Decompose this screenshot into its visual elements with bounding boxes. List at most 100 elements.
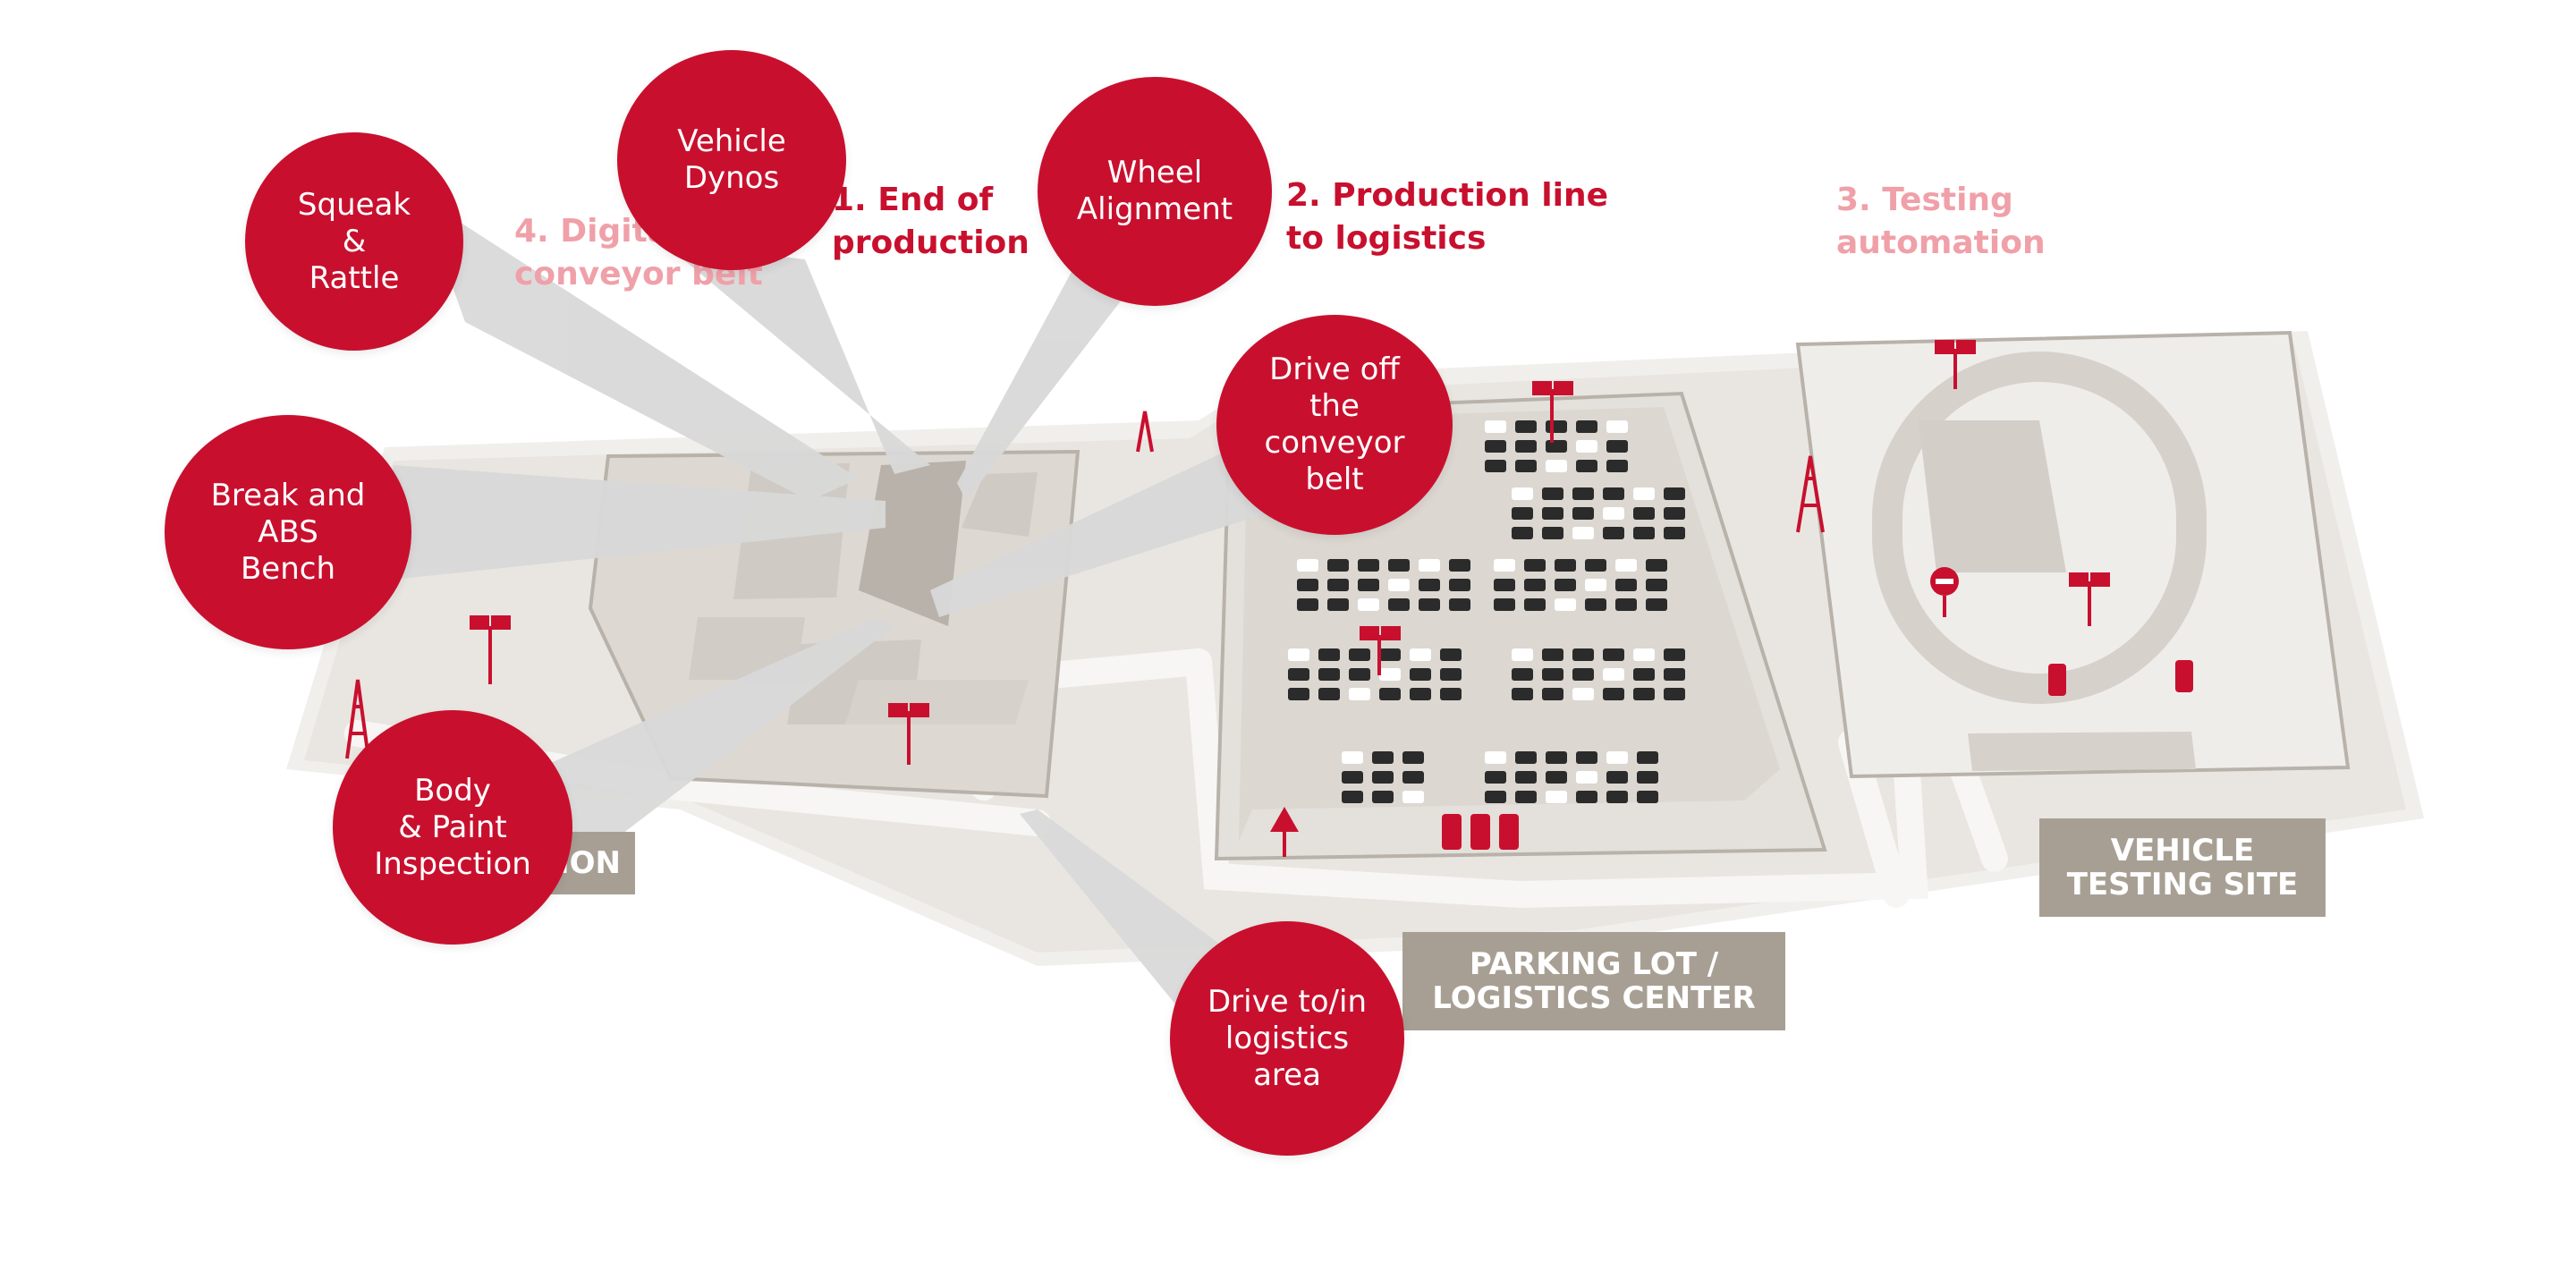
parked-car bbox=[1485, 791, 1506, 803]
parked-car bbox=[1297, 559, 1318, 572]
parked-car bbox=[1637, 771, 1658, 784]
parked-car bbox=[1546, 751, 1567, 764]
zone-label-vehicle-testing[interactable]: VEHICLE TESTING SITE bbox=[2039, 818, 2326, 917]
parked-car bbox=[1546, 791, 1567, 803]
parked-car bbox=[1546, 771, 1567, 784]
heading-production-line: 2. Production line to logistics bbox=[1286, 177, 1609, 257]
parked-car bbox=[1440, 648, 1462, 661]
parked-car bbox=[1576, 751, 1597, 764]
parked-car bbox=[1546, 440, 1567, 453]
parked-car bbox=[1664, 527, 1685, 539]
heading-testing-automation: 3. Testing automation bbox=[1836, 182, 2046, 261]
beam-body-paint-inspection bbox=[537, 617, 894, 886]
parked-car bbox=[1402, 771, 1424, 784]
parking-stall-grid bbox=[1288, 420, 1685, 803]
parked-car bbox=[1288, 688, 1309, 700]
callout-drive-off-conveyor[interactable]: Drive off the conveyor belt bbox=[1216, 315, 1453, 535]
parked-car bbox=[1615, 598, 1637, 611]
parked-car bbox=[1485, 420, 1506, 433]
parked-car bbox=[1524, 559, 1546, 572]
heading-end-of-production: 1. End of production bbox=[832, 182, 1030, 261]
parked-car bbox=[1318, 688, 1340, 700]
parked-car bbox=[1524, 579, 1546, 591]
parked-car bbox=[1485, 440, 1506, 453]
parked-car bbox=[1576, 420, 1597, 433]
parked-car bbox=[1372, 751, 1394, 764]
parked-car bbox=[1664, 688, 1685, 700]
parked-car bbox=[1546, 460, 1567, 472]
parked-car bbox=[1515, 460, 1537, 472]
beam-break-abs-bench bbox=[376, 465, 886, 581]
parked-car bbox=[1512, 507, 1533, 520]
callout-squeak-rattle[interactable]: Squeak & Rattle bbox=[245, 132, 463, 351]
parked-car bbox=[1379, 688, 1401, 700]
parked-car bbox=[1419, 559, 1440, 572]
parked-car bbox=[1542, 487, 1563, 500]
parked-car bbox=[1615, 559, 1637, 572]
parked-car bbox=[1546, 420, 1567, 433]
parked-car bbox=[1572, 507, 1594, 520]
parked-car bbox=[1410, 688, 1431, 700]
parked-car bbox=[1512, 668, 1533, 681]
parked-car bbox=[1603, 507, 1624, 520]
parked-car bbox=[1606, 440, 1628, 453]
parked-car bbox=[1342, 771, 1363, 784]
vehicle-testing-site bbox=[1795, 330, 2351, 779]
parked-car bbox=[1664, 648, 1685, 661]
parked-car bbox=[1542, 507, 1563, 520]
zone-label-parking-logistics[interactable]: PARKING LOT / LOGISTICS CENTER bbox=[1402, 932, 1785, 1030]
parked-car bbox=[1542, 648, 1563, 661]
callout-beams bbox=[376, 197, 1306, 1011]
callout-break-abs-bench[interactable]: Break and ABS Bench bbox=[165, 415, 411, 649]
parked-car bbox=[1449, 559, 1470, 572]
parked-car bbox=[1664, 507, 1685, 520]
parked-car bbox=[1555, 559, 1576, 572]
callout-drive-to-logistics[interactable]: Drive to/in logistics area bbox=[1170, 921, 1404, 1156]
parked-car bbox=[1419, 579, 1440, 591]
parked-car bbox=[1572, 648, 1594, 661]
parked-car bbox=[1327, 598, 1349, 611]
parked-car bbox=[1633, 668, 1655, 681]
parked-car bbox=[1585, 559, 1606, 572]
parked-car bbox=[1379, 648, 1401, 661]
parked-car bbox=[1542, 688, 1563, 700]
parked-car bbox=[1440, 668, 1462, 681]
beam-drive-to-logistics bbox=[1020, 809, 1225, 1011]
parked-car bbox=[1572, 688, 1594, 700]
parked-car bbox=[1327, 559, 1349, 572]
parked-car bbox=[1449, 579, 1470, 591]
cell-tower-icon bbox=[345, 411, 1825, 759]
parked-car bbox=[1402, 791, 1424, 803]
parked-car bbox=[1633, 487, 1655, 500]
parked-car bbox=[1555, 579, 1576, 591]
parked-car bbox=[1512, 487, 1533, 500]
parked-car bbox=[1615, 579, 1637, 591]
parked-car bbox=[1388, 559, 1410, 572]
parked-car bbox=[1288, 668, 1309, 681]
parked-car bbox=[1572, 527, 1594, 539]
parked-car bbox=[1342, 751, 1363, 764]
beam-squeak-rattle bbox=[420, 197, 859, 501]
parked-car bbox=[1572, 668, 1594, 681]
parked-car bbox=[1349, 648, 1370, 661]
parked-car bbox=[1297, 598, 1318, 611]
callout-vehicle-dynos[interactable]: Vehicle Dynos bbox=[617, 50, 846, 270]
parked-car bbox=[1288, 648, 1309, 661]
callout-wheel-alignment[interactable]: Wheel Alignment bbox=[1038, 77, 1272, 306]
parked-car bbox=[1555, 598, 1576, 611]
parked-car bbox=[1358, 579, 1379, 591]
parked-car bbox=[1606, 460, 1628, 472]
parked-car bbox=[1512, 648, 1533, 661]
parked-car bbox=[1515, 420, 1537, 433]
parked-car bbox=[1297, 579, 1318, 591]
parked-car bbox=[1542, 527, 1563, 539]
parked-car bbox=[1585, 579, 1606, 591]
parked-car bbox=[1485, 771, 1506, 784]
parked-car bbox=[1358, 598, 1379, 611]
parked-car bbox=[1388, 579, 1410, 591]
callout-body-paint-inspection[interactable]: Body & Paint Inspection bbox=[333, 710, 572, 945]
parked-car bbox=[1372, 791, 1394, 803]
parked-car bbox=[1637, 751, 1658, 764]
parked-car bbox=[1515, 440, 1537, 453]
